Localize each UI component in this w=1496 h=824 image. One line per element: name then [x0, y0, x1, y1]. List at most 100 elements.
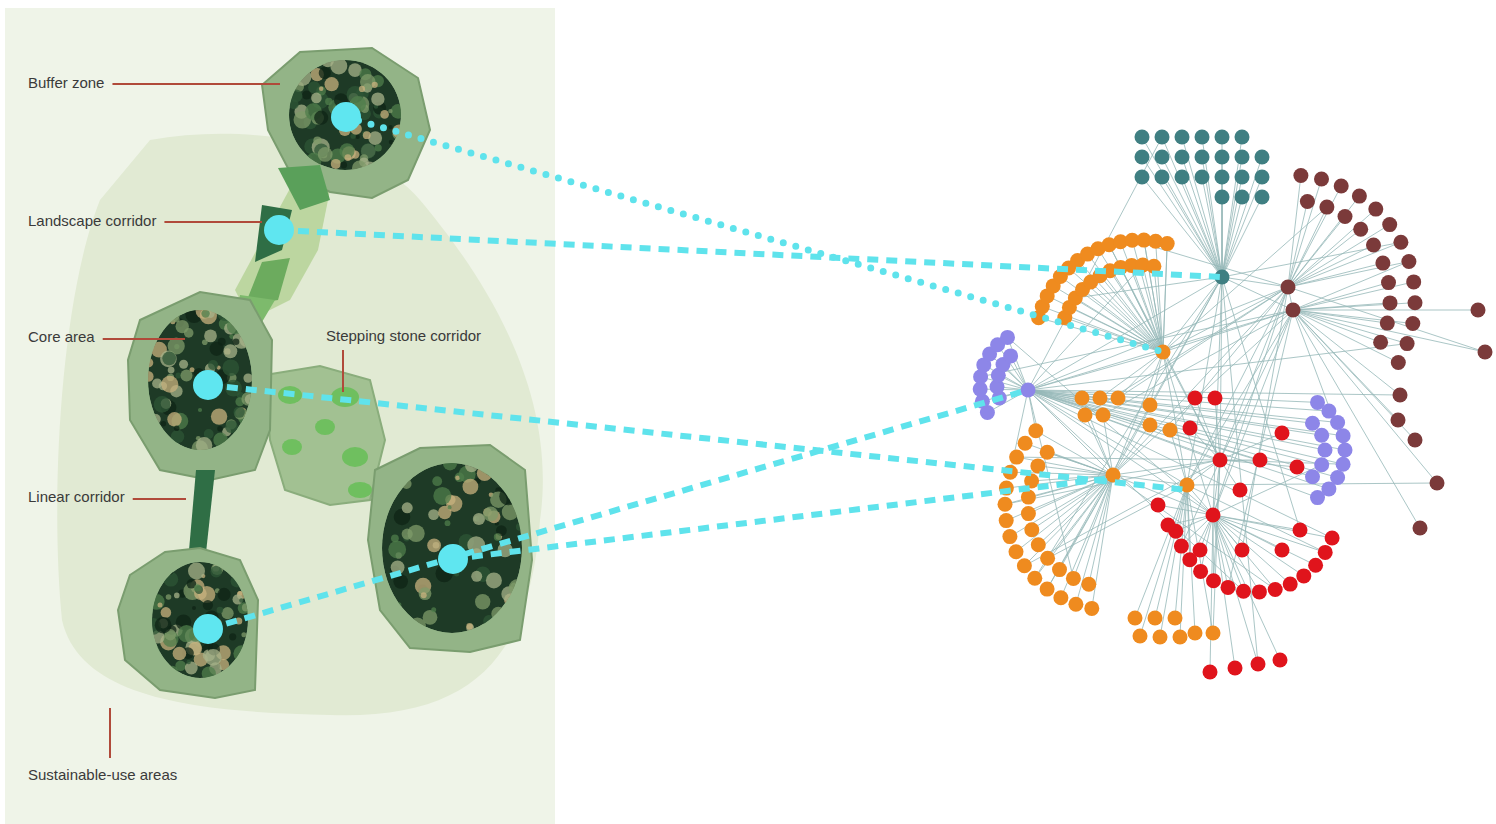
core-texture [188, 562, 205, 579]
network-link [1293, 310, 1437, 483]
network-node [1338, 443, 1353, 458]
network-link [1142, 177, 1222, 277]
core-texture [178, 625, 195, 642]
core-area-shape [144, 559, 253, 681]
network-node [1155, 130, 1170, 145]
network-links [980, 137, 1485, 672]
network-node [1168, 611, 1183, 626]
core-texture [233, 645, 250, 662]
core-texture [210, 566, 222, 578]
core-texture [372, 82, 378, 88]
network-node [1195, 130, 1210, 145]
network-node [1235, 130, 1250, 145]
network-link [1222, 197, 1262, 277]
core-texture [242, 603, 250, 611]
network-node [1233, 483, 1248, 498]
core-texture [166, 594, 172, 600]
core-texture [245, 394, 255, 404]
network-node [1155, 170, 1170, 185]
network-link [1222, 177, 1262, 277]
network-node [1195, 150, 1210, 165]
network-link [1028, 390, 1325, 450]
core-texture [419, 587, 432, 600]
network-node [1290, 460, 1305, 475]
network-link [1140, 485, 1187, 636]
core-texture [233, 338, 240, 345]
network-link [1028, 344, 1407, 390]
core-texture [174, 426, 180, 432]
stepping-stone [348, 482, 372, 498]
core-texture [161, 421, 166, 426]
network-node [1408, 433, 1423, 448]
network-node [1193, 543, 1208, 558]
network-node [1135, 150, 1150, 165]
core-texture [243, 373, 252, 382]
network-link [1293, 282, 1414, 310]
network-node [1160, 236, 1175, 251]
core-texture [293, 68, 311, 86]
network-node [1391, 413, 1406, 428]
network-node [1021, 506, 1036, 521]
core-texture [227, 318, 244, 335]
core-texture [463, 479, 479, 495]
part-label: Sustainable-use areas [28, 766, 177, 784]
network-link [1222, 197, 1242, 277]
core-texture [402, 529, 413, 540]
core-texture [205, 649, 222, 666]
network-link [1150, 352, 1163, 405]
network-node [1255, 190, 1270, 205]
core-texture [163, 305, 181, 323]
core-ground [289, 60, 401, 170]
core-texture [159, 569, 166, 576]
leader-line [109, 708, 111, 758]
network-link [1213, 515, 1325, 552]
network-node [1236, 584, 1251, 599]
network-node [1017, 558, 1032, 573]
network-link [1293, 310, 1415, 440]
core-texture [194, 584, 201, 591]
network-link [1213, 515, 1304, 576]
network-node [1111, 391, 1126, 406]
network-link [1162, 177, 1222, 277]
core-texture [168, 367, 175, 374]
core-texture [161, 376, 178, 393]
core-texture [466, 624, 474, 632]
core-texture [145, 559, 162, 576]
core-texture [179, 360, 188, 369]
core-texture [143, 371, 154, 382]
network-node [1133, 629, 1148, 644]
network-link [1293, 310, 1345, 450]
core-texture [184, 328, 194, 338]
core-texture [239, 667, 251, 679]
core-texture [153, 647, 160, 654]
network-node [1208, 391, 1223, 406]
network-node [1075, 391, 1090, 406]
link-dot [193, 370, 223, 400]
network-node [1382, 217, 1397, 232]
network-node [1024, 522, 1039, 537]
network-link [1085, 415, 1113, 475]
core-texture [297, 72, 303, 78]
core-texture [151, 325, 160, 334]
network-link [1170, 430, 1187, 485]
network-link [1288, 196, 1359, 287]
network-link [1293, 310, 1478, 311]
core-texture [352, 161, 367, 176]
network-node [1174, 539, 1189, 554]
core-texture [156, 662, 160, 666]
network-node [1003, 348, 1018, 363]
network-node [1268, 582, 1283, 597]
network-link [1028, 390, 1329, 489]
network-node [1188, 391, 1203, 406]
network-node [1293, 168, 1308, 183]
network-link [1047, 452, 1113, 475]
network-node [1251, 657, 1266, 672]
network-node [1153, 630, 1168, 645]
network-node [1281, 280, 1296, 295]
core-texture [217, 426, 223, 432]
network-link [1103, 310, 1293, 415]
network-node [1027, 571, 1042, 586]
network-node [999, 513, 1014, 528]
core-texture [155, 617, 172, 634]
network-link [1288, 287, 1485, 352]
